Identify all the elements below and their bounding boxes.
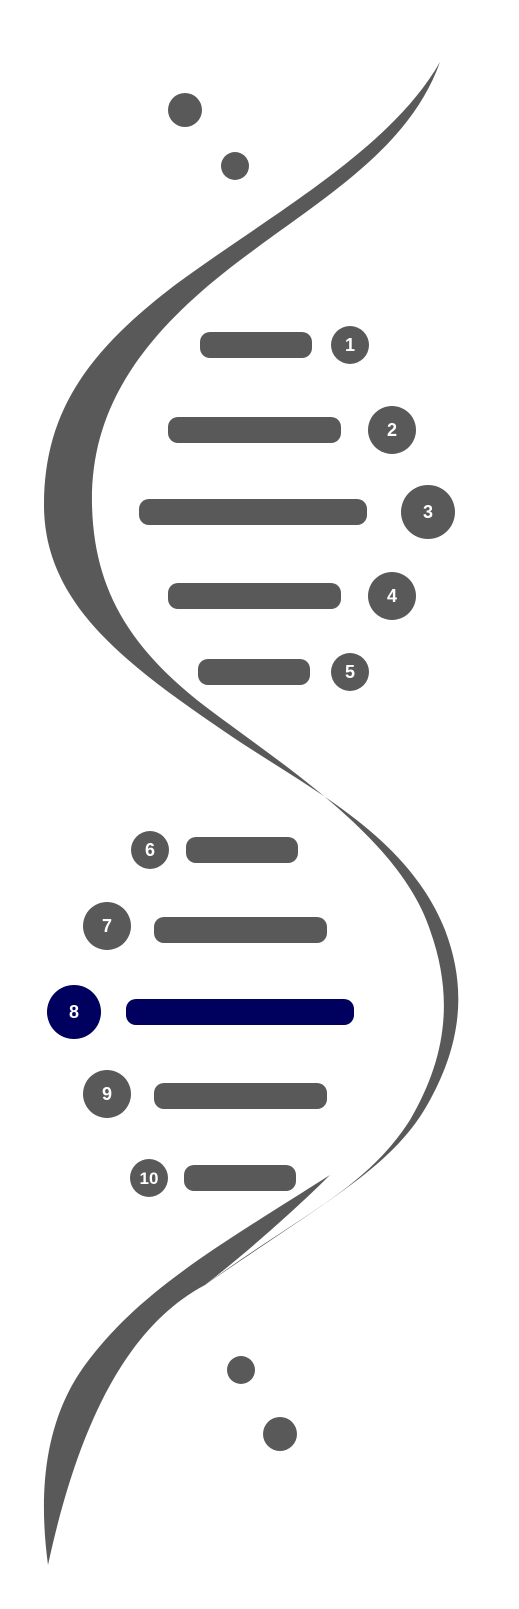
- rung-bar-8: [126, 999, 354, 1025]
- step-number-9: 9: [102, 1084, 112, 1104]
- step-badge-circle-1: [331, 326, 369, 364]
- step-badge-6: 6: [131, 831, 169, 869]
- rung-bar-1: [200, 332, 312, 358]
- rung-bar-3: [139, 499, 367, 525]
- step-badge-4: 4: [368, 572, 416, 620]
- step-badge-1: 1: [331, 326, 369, 364]
- rung-bar-7: [154, 917, 327, 943]
- step-badge-8: 8: [47, 985, 101, 1039]
- step-badge-circle-7: [83, 902, 131, 950]
- rung-bar-10: [184, 1165, 296, 1191]
- step-badge-2: 2: [368, 406, 416, 454]
- step-number-2: 2: [387, 420, 397, 440]
- rungs-group: [126, 332, 367, 1191]
- step-badge-circle-8: [47, 985, 101, 1039]
- rung-bar-9: [154, 1083, 327, 1109]
- step-badge-10: 10: [130, 1159, 168, 1197]
- step-badge-5: 5: [331, 653, 369, 691]
- step-number-5: 5: [345, 662, 355, 682]
- step-number-4: 4: [387, 586, 397, 606]
- step-number-6: 6: [145, 840, 155, 860]
- step-badge-circle-9: [83, 1070, 131, 1118]
- step-badge-9: 9: [83, 1070, 131, 1118]
- step-number-8: 8: [69, 1002, 79, 1022]
- rung-bar-5: [198, 659, 310, 685]
- rung-bar-6: [186, 837, 298, 863]
- step-badge-circle-3: [401, 485, 455, 539]
- step-badge-circle-10: [130, 1159, 168, 1197]
- bottom-dot-large: [263, 1417, 297, 1451]
- step-badges-group: 1 2 3 4 5 6 7 8 9 10: [47, 326, 455, 1197]
- helix-strand-right: [43, 1175, 331, 1565]
- step-number-7: 7: [102, 916, 112, 936]
- rung-bar-4: [168, 583, 341, 609]
- step-number-10: 10: [140, 1169, 159, 1188]
- step-badge-circle-2: [368, 406, 416, 454]
- step-badge-circle-4: [368, 572, 416, 620]
- step-number-1: 1: [345, 335, 355, 355]
- top-dot-large: [168, 93, 202, 127]
- rung-bar-2: [168, 417, 341, 443]
- step-badge-circle-5: [331, 653, 369, 691]
- step-badge-7: 7: [83, 902, 131, 950]
- top-dot-small: [221, 152, 249, 180]
- step-number-3: 3: [423, 502, 433, 522]
- bottom-dot-small: [227, 1356, 255, 1384]
- step-badge-circle-6: [131, 831, 169, 869]
- step-badge-3: 3: [401, 485, 455, 539]
